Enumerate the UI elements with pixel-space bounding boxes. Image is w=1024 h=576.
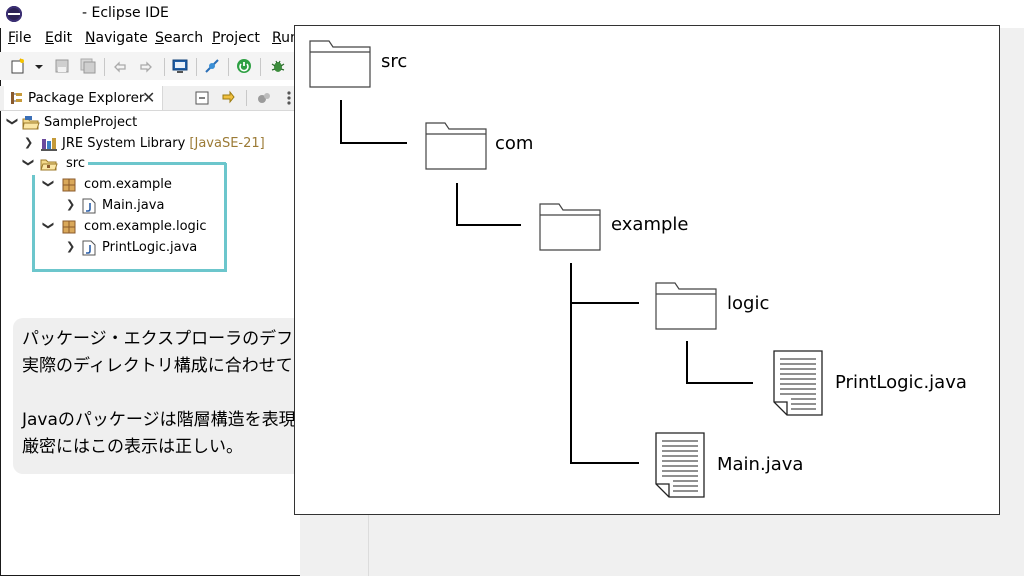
folder-label-example: example — [611, 214, 689, 235]
folder-icon — [425, 122, 487, 170]
folder-label-com: com — [495, 133, 534, 154]
package-icon — [62, 178, 76, 192]
menu-file[interactable]: File — [8, 30, 31, 46]
title-bar: - Eclipse IDE — [0, 0, 1024, 28]
bug-icon[interactable] — [270, 58, 286, 74]
link-with-editor-icon[interactable] — [220, 90, 236, 106]
filter-icon[interactable] — [256, 90, 272, 106]
folder-icon — [655, 282, 717, 330]
tree-item-label: PrintLogic.java — [102, 240, 198, 255]
folder-icon — [539, 203, 601, 251]
window-title: - Eclipse IDE — [82, 5, 169, 21]
library-icon — [41, 138, 57, 151]
tree-item-decoration: [JavaSE-21] — [189, 136, 265, 151]
save-icon[interactable] — [54, 58, 70, 74]
debug-skip-icon[interactable] — [204, 58, 220, 74]
menu-navigate-label: avigate — [95, 30, 148, 46]
tab-package-explorer[interactable]: Package Explorer ✕ — [4, 86, 163, 110]
highlight-outline — [32, 175, 35, 271]
undo-icon[interactable] — [112, 58, 128, 74]
highlight-outline — [32, 163, 227, 272]
collapse-all-icon[interactable] — [194, 90, 210, 106]
tab-package-explorer-label: Package Explorer — [28, 90, 145, 106]
redo-icon[interactable] — [138, 58, 154, 74]
menu-project-label: roject — [220, 30, 260, 46]
tree-item-label: src — [66, 156, 85, 171]
toolbar-separator — [196, 58, 197, 76]
menu-edit-mnemonic: E — [45, 30, 54, 46]
toolbar-separator — [228, 58, 229, 76]
view-toolbar-separator — [246, 90, 247, 106]
chevron-right-icon[interactable]: ❯ — [24, 136, 34, 149]
connector-src-com — [340, 100, 407, 144]
toolbar-separator — [260, 58, 261, 76]
package-explorer-icon — [11, 92, 22, 104]
close-icon[interactable]: ✕ — [142, 88, 156, 107]
menu-project[interactable]: Project — [212, 30, 260, 46]
menu-search[interactable]: Search — [155, 30, 203, 46]
main-toolbar — [0, 52, 300, 80]
toolbar-separator — [104, 58, 105, 76]
directory-structure-diagram: src com example logic PrintLogic.java Ma… — [294, 25, 1000, 515]
tree-item-label: SampleProject — [44, 115, 138, 130]
menu-bar: File Edit Navigate Search Project Run — [0, 28, 300, 50]
menu-edit[interactable]: Edit — [45, 30, 72, 46]
java-file-icon — [82, 240, 96, 256]
connector-com-example — [456, 183, 521, 226]
document-icon — [655, 432, 705, 498]
folder-label-src: src — [381, 51, 408, 72]
tree-item-label: JRE System Library — [62, 136, 190, 151]
menu-search-mnemonic: S — [155, 30, 164, 46]
note-line: 厳密にはこの表示は正しい。 — [22, 437, 243, 457]
source-folder-icon — [40, 159, 58, 171]
highlight-outline — [88, 162, 226, 165]
package-explorer-header: Package Explorer ✕ — [0, 86, 300, 111]
run-icon[interactable] — [236, 58, 252, 74]
eclipse-logo-icon — [6, 6, 22, 22]
file-label-main: Main.java — [717, 454, 804, 475]
package-icon — [62, 220, 76, 234]
monitor-icon[interactable] — [172, 58, 188, 74]
menu-search-label: earch — [163, 30, 204, 46]
menu-navigate-mnemonic: N — [85, 30, 96, 46]
connector-logic-printlogic — [686, 341, 753, 384]
folder-icon — [309, 40, 371, 88]
tree-item-label: com.example — [84, 177, 172, 192]
menu-navigate[interactable]: Navigate — [85, 30, 148, 46]
view-menu-icon[interactable] — [284, 90, 294, 106]
menu-file-label: ile — [15, 30, 32, 46]
menu-run-mnemonic: R — [272, 30, 282, 46]
file-label-printlogic: PrintLogic.java — [835, 372, 967, 393]
menu-edit-label: dit — [53, 30, 73, 46]
chevron-right-icon[interactable]: ❯ — [66, 240, 76, 253]
chevron-down-icon[interactable]: ❯ — [6, 116, 20, 127]
chevron-right-icon[interactable]: ❯ — [66, 198, 76, 211]
save-all-icon[interactable] — [80, 58, 96, 74]
directory-connectors — [340, 100, 753, 464]
tree-item-label: com.example.logic — [84, 219, 207, 234]
document-icon — [773, 350, 823, 416]
toolbar-separator — [164, 58, 165, 76]
new-icon[interactable] — [10, 58, 26, 74]
connector-example-main — [570, 263, 639, 464]
folder-label-logic: logic — [727, 293, 770, 314]
dropdown-arrow-icon[interactable] — [34, 58, 44, 74]
java-file-icon — [82, 198, 96, 214]
menu-project-mnemonic: P — [212, 30, 221, 46]
tree-item-label: Main.java — [102, 198, 165, 213]
menu-file-mnemonic: F — [8, 30, 16, 46]
project-icon — [22, 116, 40, 130]
